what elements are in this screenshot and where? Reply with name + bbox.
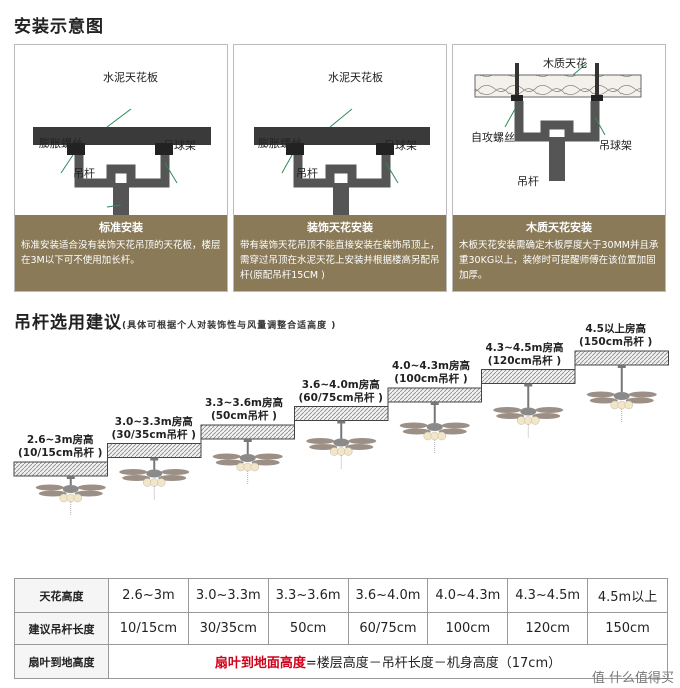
step-label: 3.0~3.3m房高(30/35cm吊杆 ) xyxy=(112,416,196,442)
step-label: 4.3~4.5m房高(120cm吊杆 ) xyxy=(486,342,564,368)
table-row-blade-height: 扇叶到地高度 扇叶到地面高度=楼层高度－吊杆长度－机身高度（17cm） xyxy=(14,644,668,679)
suggestion-title-text: 吊杆选用建议 xyxy=(14,313,122,333)
step-height: 4.5以上房高 xyxy=(585,323,646,335)
step-rod: (60/75cm吊杆 ) xyxy=(298,391,383,404)
table-cell: 50cm xyxy=(267,612,349,645)
blade-height-formula: 扇叶到地面高度=楼层高度－吊杆长度－机身高度（17cm） xyxy=(108,644,668,679)
rod-staircase-diagram xyxy=(13,350,669,515)
screw-label: 自攻螺丝 xyxy=(471,131,515,144)
watermark: 值 什么值得买 xyxy=(591,671,674,686)
table-head-blade-height: 扇叶到地高度 xyxy=(14,644,109,679)
ceiling-fan-icon xyxy=(306,420,377,469)
step-height: 2.6~3m房高 xyxy=(26,434,94,446)
caption-title: 标准安装 xyxy=(99,221,143,234)
formula-highlight: 扇叶到地面高度 xyxy=(214,656,306,671)
step-height: 3.6~4.0m房高 xyxy=(301,378,380,391)
caption-decorative: 装饰天花安装 带有装饰天花吊顶不能直接安装在装饰吊顶上，需穿过吊顶在水泥天花上安… xyxy=(234,215,446,291)
step-height: 3.3~3.6m房高 xyxy=(205,397,283,409)
screw-label: 膨胀螺丝 xyxy=(258,137,302,150)
ceiling-fan-icon xyxy=(212,439,283,484)
table-head-ceiling-height: 天花高度 xyxy=(14,578,109,613)
bracket-label: 吊球架 xyxy=(163,139,196,152)
caption-standard: 标准安装 标准安装适合没有装饰天花吊顶的天花板，楼层在3M以下可不使用加长杆。 xyxy=(15,215,227,291)
caption-wood: 木质天花安装 木板天花安装需确定木板厚度大于30MM并且承重30KG以上，装修时… xyxy=(453,215,665,291)
table-cell: 4.3~4.5m xyxy=(507,578,589,613)
stair-step xyxy=(13,461,108,477)
decorative-mount-diagram xyxy=(254,108,430,215)
step-rod: (150cm吊杆 ) xyxy=(579,336,653,348)
install-panel-standard: 水泥天花板 膨胀螺丝 吊球架 吊杆 标准安装 标准安装适合没有装饰天花吊顶的天花… xyxy=(14,44,228,292)
stair-step xyxy=(107,443,202,458)
install-section-title: 安装示意图 xyxy=(14,17,104,37)
table-cell: 3.0~3.3m xyxy=(187,578,269,613)
step-rod: (100cm吊杆 ) xyxy=(394,373,468,385)
table-cell: 60/75cm xyxy=(347,612,429,645)
step-rod: (120cm吊杆 ) xyxy=(487,354,562,367)
caption-body: 标准安装适合没有装饰天花吊顶的天花板，楼层在3M以下可不使用加长杆。 xyxy=(21,240,221,266)
step-label: 3.3~3.6m房高(50cm吊杆 ) xyxy=(205,397,283,423)
table-head-rod-length: 建议吊杆长度 xyxy=(14,612,109,645)
step-rod: (50cm吊杆 ) xyxy=(210,410,277,422)
caption-title: 装饰天花安装 xyxy=(307,221,373,234)
stair-step xyxy=(294,406,389,421)
table-row-ceiling-height: 天花高度 2.6~3m 3.0~3.3m 3.3~3.6m 3.6~4.0m 4… xyxy=(14,578,668,613)
stair-step xyxy=(387,387,482,403)
install-panel-wood: 木质天花 自攻螺丝 吊球架 吊杆 木质天花安装 木板天花安装需确定木板厚度大于3… xyxy=(452,44,666,292)
table-cell: 2.6~3m xyxy=(108,578,189,613)
table-cell: 4.0~4.3m xyxy=(427,578,509,613)
step-label: 3.6~4.0m房高(60/75cm吊杆 ) xyxy=(299,379,383,405)
stair-step xyxy=(200,424,295,440)
table-cell: 120cm xyxy=(507,612,589,645)
suggestion-section-title: 吊杆选用建议(具体可根据个人对装饰性与风量调整合适高度 ) xyxy=(14,308,336,333)
bracket-label: 吊球架 xyxy=(599,139,632,152)
step-label: 2.6~3m房高(10/15cm吊杆 ) xyxy=(18,434,102,460)
spec-table: 天花高度 2.6~3m 3.0~3.3m 3.3~3.6m 3.6~4.0m 4… xyxy=(14,578,668,679)
caption-body: 带有装饰天花吊顶不能直接安装在装饰吊顶上，需穿过吊顶在水泥天花上安装并根据楼高另… xyxy=(240,240,440,281)
rod-label: 吊杆 xyxy=(517,175,539,188)
screw-label: 膨胀螺丝 xyxy=(39,137,83,150)
caption-title: 木质天花安装 xyxy=(526,221,592,234)
table-row-rod-length: 建议吊杆长度 10/15cm 30/35cm 50cm 60/75cm 100c… xyxy=(14,612,668,645)
stair-step xyxy=(574,350,669,366)
step-height: 4.3~4.5m房高 xyxy=(485,341,564,354)
rod-label: 吊杆 xyxy=(73,167,95,180)
table-cell: 4.5m以上 xyxy=(587,578,668,613)
table-cell: 100cm xyxy=(427,612,509,645)
ceiling-fan-icon xyxy=(119,457,190,500)
ceiling-fan-icon xyxy=(399,402,470,453)
table-cell: 10/15cm xyxy=(108,612,189,645)
ceiling-fan-icon xyxy=(586,365,657,422)
wood-mount-diagram xyxy=(474,62,642,181)
ceiling-label: 木质天花 xyxy=(543,57,587,70)
caption-body: 木板天花安装需确定木板厚度大于30MM并且承重30KG以上，装修时可提醒师傅在该… xyxy=(459,240,659,281)
step-label: 4.5以上房高(150cm吊杆 ) xyxy=(579,323,652,349)
step-height: 3.0~3.3m房高 xyxy=(114,415,193,428)
ceiling-fan-icon xyxy=(35,476,106,515)
table-cell: 3.3~3.6m xyxy=(267,578,349,613)
table-cell: 150cm xyxy=(587,612,668,645)
step-height: 4.0~4.3m房高 xyxy=(392,360,470,372)
formula-rest: =楼层高度－吊杆长度－机身高度（17cm） xyxy=(305,656,562,671)
standard-mount-diagram xyxy=(33,108,211,215)
table-cell: 30/35cm xyxy=(187,612,269,645)
suggestion-note: (具体可根据个人对装饰性与风量调整合适高度 ) xyxy=(122,321,337,331)
table-cell: 3.6~4.0m xyxy=(347,578,429,613)
step-rod: (10/15cm吊杆 ) xyxy=(18,447,103,459)
ceiling-label: 水泥天花板 xyxy=(103,71,158,84)
rod-label: 吊杆 xyxy=(296,167,318,180)
ceiling-fan-icon xyxy=(493,383,564,438)
bracket-label: 吊球架 xyxy=(384,139,417,152)
step-label: 4.0~4.3m房高(100cm吊杆 ) xyxy=(392,360,470,386)
install-panel-decorative: 水泥天花板 膨胀螺丝 吊球架 吊杆 装饰天花安装 带有装饰天花吊顶不能直接安装在… xyxy=(233,44,447,292)
step-rod: (30/35cm吊杆 ) xyxy=(111,428,196,441)
ceiling-label: 水泥天花板 xyxy=(328,71,383,84)
stair-step xyxy=(481,369,576,384)
